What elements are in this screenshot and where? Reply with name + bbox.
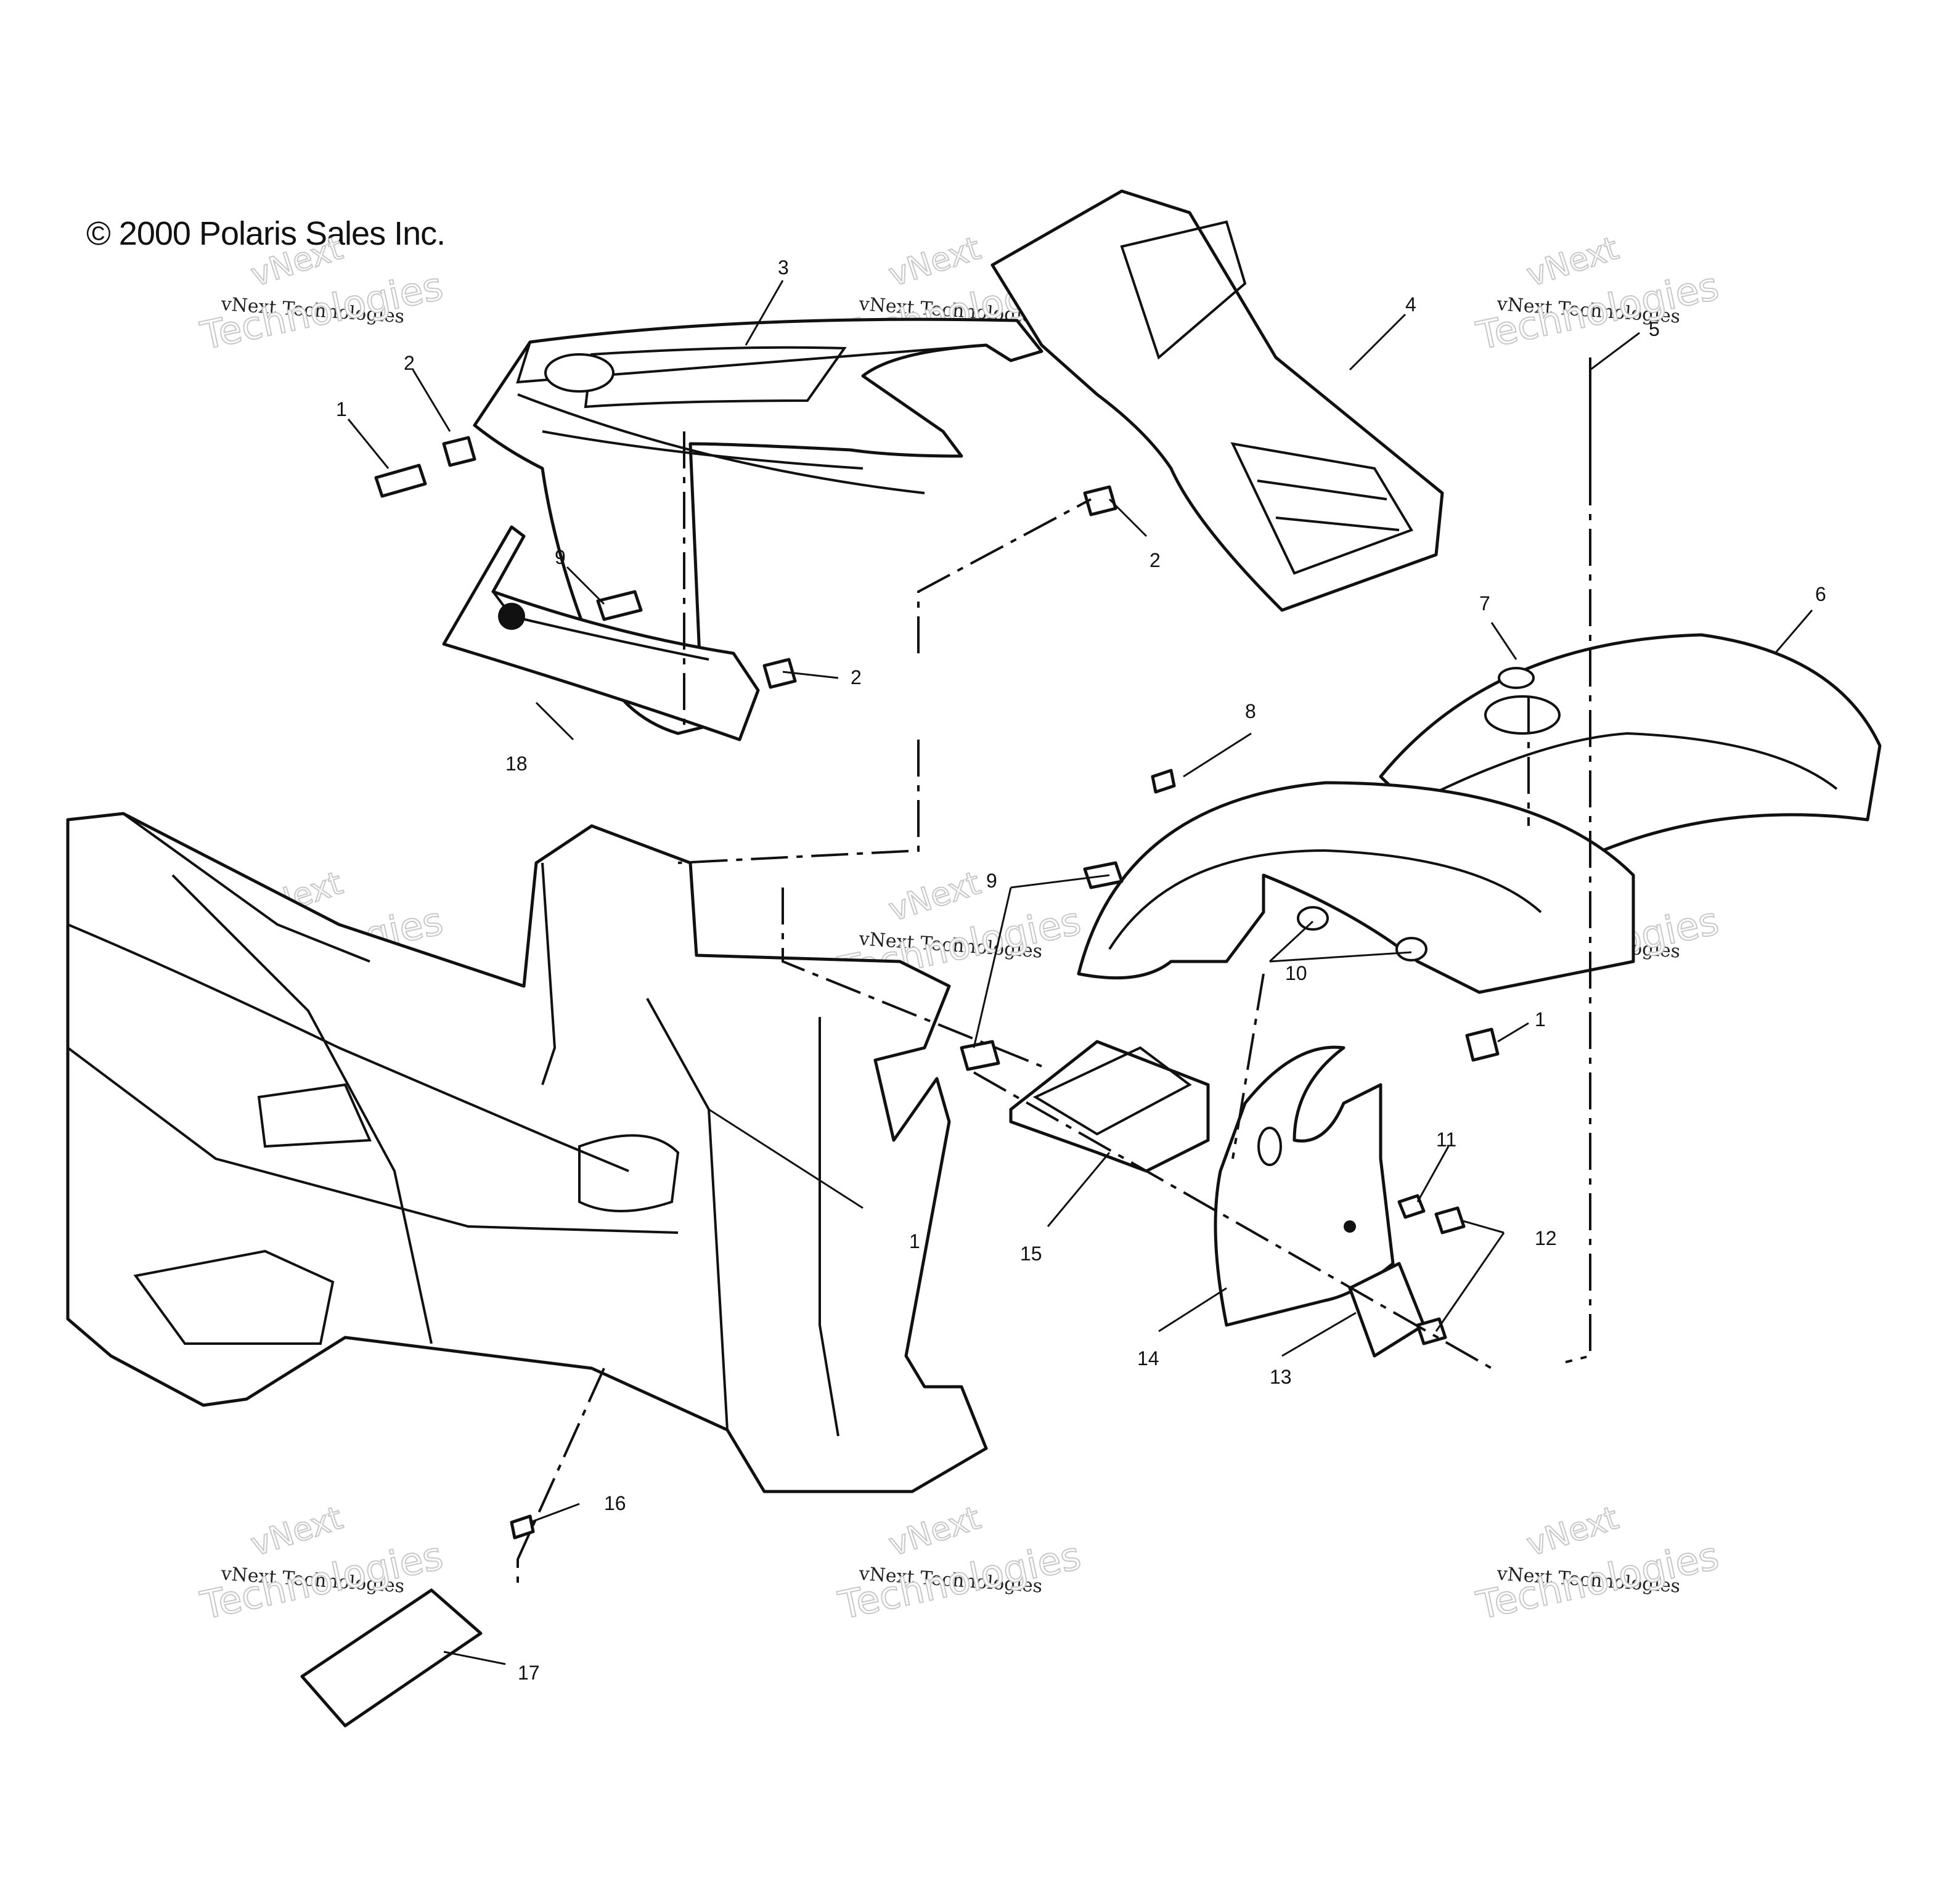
lower-front-panel-part — [442, 525, 760, 741]
callout-18: 18 — [505, 753, 528, 775]
bolt-icon — [1465, 1027, 1500, 1062]
rivet-icon — [510, 1514, 535, 1540]
clip-nut-icon — [1083, 485, 1117, 516]
front-fender-part — [1077, 781, 1635, 994]
washer-icon — [1395, 937, 1427, 961]
frame-part — [66, 812, 988, 1493]
callout-9: 9 — [555, 546, 566, 568]
callout-9: 9 — [986, 870, 997, 892]
callout-17: 17 — [518, 1662, 540, 1684]
callout-12: 12 — [1535, 1227, 1557, 1249]
leader-lines — [347, 280, 1813, 1665]
bolt-icon — [374, 463, 427, 498]
callout-16: 16 — [604, 1492, 626, 1514]
assembly-lines — [517, 431, 1591, 1584]
callout-1: 1 — [336, 398, 347, 420]
callout-7: 7 — [1479, 592, 1490, 614]
callout-2: 2 — [851, 666, 862, 688]
bolt-icon — [960, 1040, 1000, 1071]
callout-1: 1 — [1535, 1008, 1546, 1031]
callout-3: 3 — [778, 256, 789, 279]
callout-5: 5 — [1649, 318, 1660, 340]
callout-11: 11 — [1436, 1129, 1456, 1151]
copyright-notice: © 2000 Polaris Sales Inc. — [86, 215, 446, 252]
headlight-pod-part — [990, 189, 1444, 612]
fasteners — [374, 357, 1591, 1540]
callout-15: 15 — [1020, 1243, 1042, 1265]
plug-icon — [1498, 667, 1535, 689]
callout-10: 10 — [1285, 962, 1307, 984]
callout-14: 14 — [1137, 1347, 1159, 1369]
callout-6: 6 — [1815, 583, 1826, 605]
clip-nut-icon — [762, 658, 797, 689]
bolt-icon — [596, 590, 643, 621]
skid-plate-part — [300, 1588, 483, 1728]
callout-2: 2 — [1149, 549, 1161, 571]
washer-icon — [1297, 906, 1329, 931]
callout-2: 2 — [404, 352, 415, 374]
bolt-icon — [1151, 769, 1176, 794]
callout-8: 8 — [1245, 700, 1256, 722]
clip-nut-icon — [442, 436, 476, 467]
callout-4: 4 — [1405, 293, 1416, 316]
callout-1: 1 — [909, 1230, 920, 1252]
callout-labels: 1 2 3 4 5 2 9 2 18 7 6 8 9 10 1 1 11 12 … — [336, 256, 1826, 1684]
bracket-part — [1009, 1040, 1210, 1173]
mud-flap-part — [1214, 1045, 1395, 1327]
nut-icon — [1434, 1206, 1466, 1235]
callout-13: 13 — [1270, 1366, 1292, 1388]
